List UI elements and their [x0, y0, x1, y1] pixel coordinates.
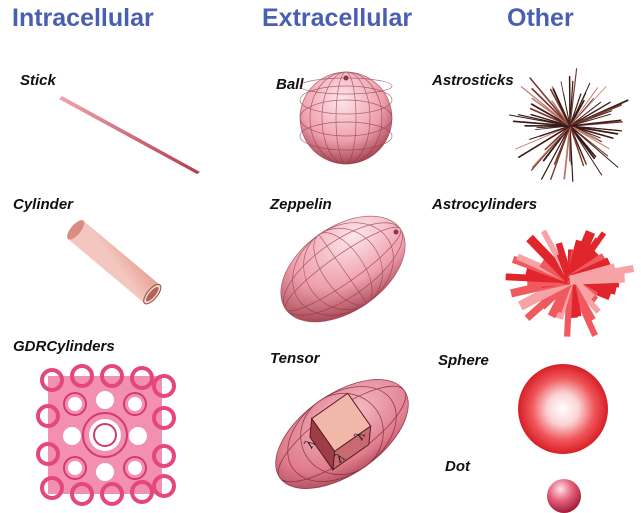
gdr-cylinders-icon [30, 360, 180, 510]
label-sphere: Sphere [438, 352, 489, 369]
label-astrocylinders: Astrocylinders [432, 196, 537, 213]
label-stick: Stick [20, 72, 56, 89]
sphere-icon [516, 362, 610, 456]
stick-icon [50, 88, 210, 180]
heading-intracellular: Intracellular [12, 4, 154, 33]
astrosticks-icon [500, 60, 640, 190]
label-dot: Dot [445, 458, 470, 475]
ball-icon [296, 68, 396, 168]
astrostick-ray [570, 86, 606, 126]
cylinder-icon [52, 210, 176, 314]
heading-other: Other [507, 4, 574, 33]
astrocylinder-ray [570, 278, 625, 280]
zeppelin-icon [268, 204, 418, 334]
astrocylinders-icon [500, 214, 640, 346]
label-gdrcylinders: GDRCylinders [13, 338, 115, 355]
tensor-icon: λ λ λ [262, 362, 422, 502]
heading-extracellular: Extracellular [262, 4, 412, 33]
dot-icon [544, 476, 584, 513]
